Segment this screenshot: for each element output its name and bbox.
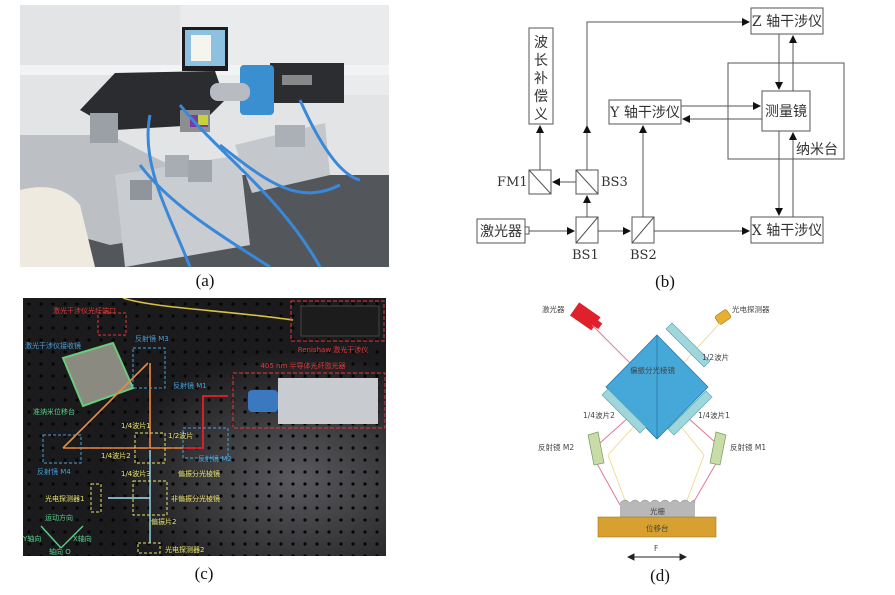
interferometer-head-label: 激光干涉仪接收镜 [25, 341, 81, 350]
z-interferometer-box [750, 7, 824, 35]
bs2-label: BS2 [630, 248, 657, 263]
half-waveplate-label: 1/2波片 [702, 352, 729, 362]
stage-label: 位移台 [646, 523, 669, 533]
renishaw-label: Renishaw 激光干涉仪 [298, 345, 369, 354]
x-interferometer-label: X 轴干涉仪 [752, 223, 822, 239]
wp-quarter-1-label: 1/4波片1 [121, 421, 151, 430]
motion-label: F [654, 544, 658, 553]
grating-stage-label: 准纳米位移台 [33, 407, 75, 416]
mirror-m3-label: 反射镜 M3 [135, 334, 169, 343]
x-dir-label: X轴向 [73, 534, 92, 543]
wp-quarter-3-label: 1/4波片3 [121, 469, 151, 478]
caption-d: (d) [650, 566, 670, 585]
mirror-m2-label: 反射镜 M2 [538, 442, 574, 452]
x-interferometer-box [750, 216, 824, 244]
motion-dir-label: 运动方向 [45, 513, 73, 522]
mirror-m2-label: 反射镜 M2 [198, 454, 232, 463]
nano-stage-box [727, 62, 845, 160]
quarter-waveplate-1-label: 1/4波片1 [698, 410, 730, 420]
mirror-m2-icon [587, 431, 605, 466]
grating-label: 光栅 [650, 506, 665, 516]
mirror-m1-label: 反射镜 M1 [730, 442, 766, 452]
laser-label: 激光器 [480, 223, 522, 240]
interferometer-block-diagram: 波 长 补 偿 义 激光器 测量镜 纳米台 Z 轴干涉仪 Y 轴干涉仪 X 轴干… [476, 7, 845, 263]
caption-c: (c) [194, 564, 214, 583]
wavelength-compensator-box [528, 27, 554, 125]
laser-label: 激光器 [542, 304, 565, 314]
fiber-coupler-label: 激光干涉仪光纤端口 [53, 306, 116, 315]
measurement-mirror-label: 测量镜 [765, 104, 807, 120]
stage-icon [597, 516, 717, 538]
motion-arrow-icon [626, 553, 688, 561]
y-interferometer-box [608, 99, 682, 125]
panel-c-photo: Renishaw 激光干涉仪 405 nm 半导体光纤激光器 [23, 298, 386, 556]
y-interferometer-label: Y 轴干涉仪 [609, 105, 680, 121]
quarter-waveplate-2-label: 1/4波片2 [583, 410, 615, 420]
bs1-label: BS1 [572, 248, 599, 263]
half-waveplate [665, 322, 711, 368]
detector-1-label: 光电探测器1 [45, 494, 84, 503]
laser-405-box [232, 372, 386, 429]
laser-icon [570, 302, 603, 331]
detector-icon [714, 309, 732, 325]
quarter-waveplate-2 [601, 388, 647, 434]
measurement-mirror-box [761, 90, 811, 132]
laser-405-label: 405 nm 半导体光纤激光器 [260, 361, 345, 370]
pbs-label: 偏振分光棱镜 [630, 365, 675, 375]
quarter-waveplate-1 [667, 390, 713, 436]
panel-d-schematic: 激光器 光电探测器 1/2波片 偏振分光棱镜 1/4波片2 1/4波片1 反射镜… [520, 295, 800, 565]
optical-table-photo: Renishaw 激光干涉仪 405 nm 半导体光纤激光器 [23, 298, 386, 556]
pbs-label: 偏振分光棱镜 [178, 469, 220, 478]
grating-icon [619, 499, 696, 517]
polarizer-label: 偏振片2 [151, 517, 176, 526]
wavelength-comp-char-3: 补 [534, 71, 548, 87]
wp-quarter-2-label: 1/4波片2 [101, 451, 131, 460]
caption-b: (b) [655, 272, 675, 291]
nonpol-bs-label: 非偏振分光棱镜 [171, 494, 220, 503]
fm1-label: FM1 [497, 175, 528, 190]
mirror-m1-label: 反射镜 M1 [173, 381, 207, 390]
bs3-label: BS3 [601, 175, 628, 190]
z-interferometer-label: Z 轴干涉仪 [752, 14, 822, 30]
lab-setup-photo [20, 5, 389, 267]
mirror-m1-icon [709, 431, 727, 466]
axis-arrows-icon [40, 525, 84, 549]
wavelength-comp-char-2: 长 [534, 53, 548, 69]
y-dir-label: Y轴向 [23, 534, 41, 543]
panel-a-photo [20, 5, 389, 267]
renishaw-box [290, 300, 385, 342]
caption-a: (a) [195, 271, 215, 290]
detector-2-label: 光电探测器2 [165, 545, 204, 554]
grating-interferometer-schematic: 激光器 光电探测器 1/2波片 偏振分光棱镜 1/4波片2 1/4波片1 反射镜… [538, 302, 770, 561]
mirror-m4-label: 反射镜 M4 [37, 467, 71, 476]
wp-half-label: 1/2波片 [168, 431, 193, 440]
wavelength-comp-char-1: 波 [534, 35, 548, 51]
detector-label: 光电探测器 [732, 304, 770, 314]
z-dir-label: 轴向 O [49, 547, 71, 556]
wavelength-comp-char-5: 义 [534, 107, 548, 123]
panel-b-diagram: 波 长 补 偿 义 激光器 测量镜 纳米台 Z 轴干涉仪 Y 轴干涉仪 X 轴干… [460, 0, 880, 295]
nano-stage-label: 纳米台 [796, 142, 838, 158]
wavelength-comp-char-4: 偿 [534, 89, 548, 105]
